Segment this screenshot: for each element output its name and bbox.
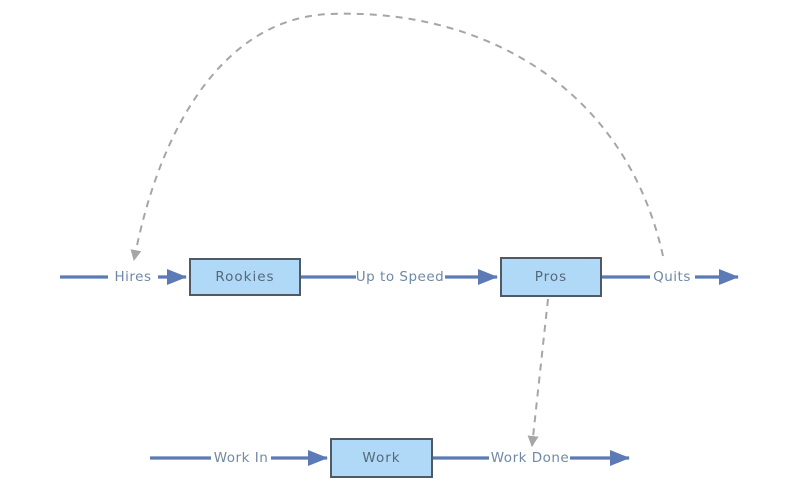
flow-label-work-in[interactable]: Work In [213,450,269,466]
stock-work-label: Work [362,450,401,466]
flow-label-up-to-speed[interactable]: Up to Speed [355,269,445,285]
flow-label-quits[interactable]: Quits [653,269,691,285]
influence-link-pros-to-work-done[interactable] [527,298,549,447]
feedback-arc-quits-to-hires[interactable] [130,12,664,261]
stock-pros-label: Pros [534,269,568,285]
flow-label-work-done[interactable]: Work Done [490,450,570,466]
stock-rookies-label: Rookies [215,269,275,285]
stock-pros[interactable]: Pros [500,257,602,297]
stock-rookies[interactable]: Rookies [189,258,301,296]
stock-work[interactable]: Work [330,438,433,478]
flow-label-hires[interactable]: Hires [114,269,152,285]
